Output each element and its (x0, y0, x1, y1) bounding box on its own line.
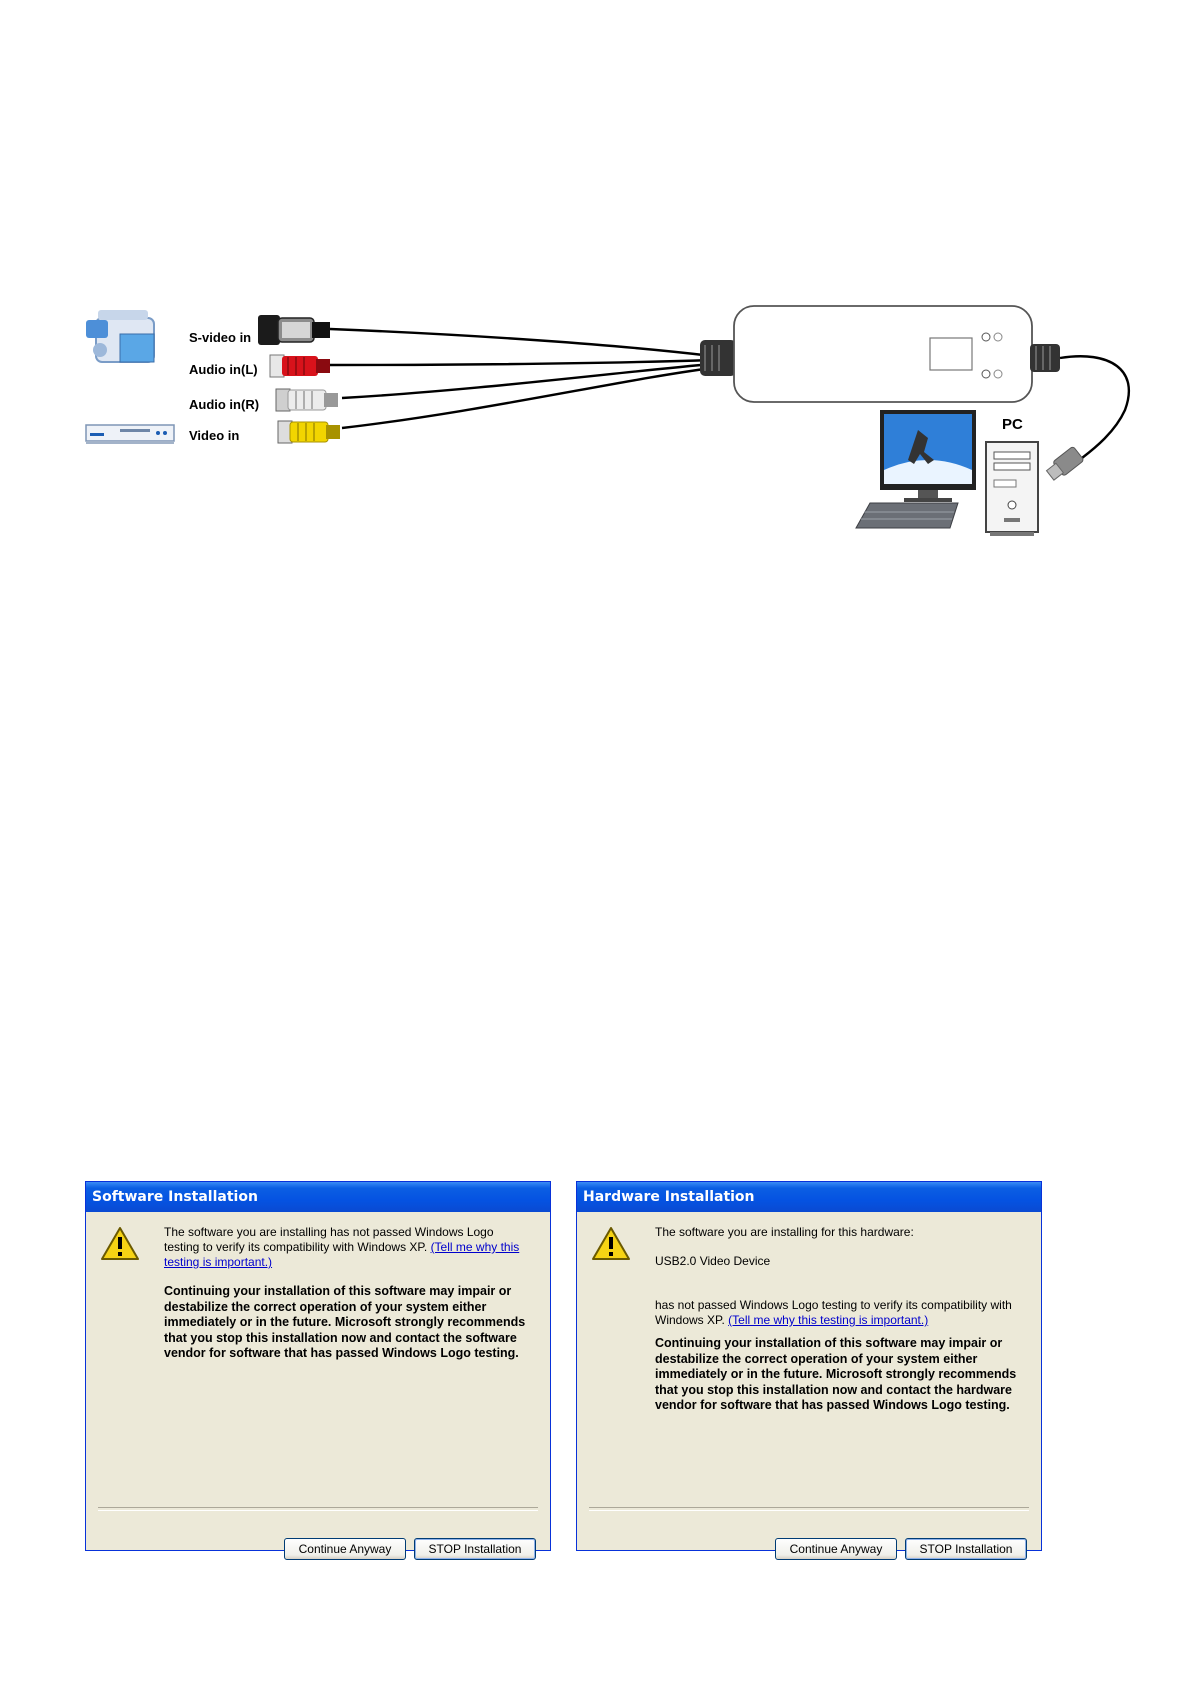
dialog-warning-text: Continuing your installation of this sof… (164, 1284, 526, 1360)
continue-anyway-button[interactable]: Continue Anyway (284, 1538, 406, 1560)
dialog-intro: The software you are installing has not … (164, 1225, 494, 1254)
dialog-title: Software Installation (86, 1182, 550, 1212)
svideo-connector (258, 315, 330, 345)
audio-left-label: Audio in(L) (189, 362, 258, 377)
video-connector (277, 420, 340, 444)
audio-left-connector (269, 354, 330, 378)
stop-installation-button[interactable]: STOP Installation (414, 1538, 536, 1560)
monitor-icon (880, 410, 976, 502)
pc-tower-icon (985, 441, 1039, 536)
dialog-warning-text: Continuing your installation of this sof… (655, 1336, 1017, 1412)
audio-right-connector (275, 388, 338, 412)
tell-me-why-link[interactable]: (Tell me why this testing is important.) (728, 1313, 929, 1327)
dialog-separator (589, 1507, 1029, 1511)
pc-label: PC (1002, 416, 1023, 433)
keyboard-icon (855, 502, 959, 529)
warning-icon (101, 1227, 139, 1260)
tell-me-why-link[interactable]: (Tell me why this testing is important.) (164, 1240, 520, 1269)
dvd-player-icon (85, 424, 175, 444)
software-installation-dialog: Software Installation The software you a… (85, 1181, 551, 1560)
continue-anyway-button[interactable]: Continue Anyway (775, 1538, 897, 1560)
dialog-intro-2: has not passed Windows Logo testing to v… (655, 1298, 1012, 1327)
dialog-intro-block: The software you are installing has not … (164, 1225, 532, 1270)
dialog-title: Hardware Installation (577, 1182, 1041, 1212)
dialog-intro-block: has not passed Windows Logo testing to v… (655, 1298, 1023, 1328)
capture-device-icon (700, 305, 1131, 459)
svideo-label: S-video in (189, 330, 252, 345)
dialog-separator (98, 1507, 538, 1511)
video-label: Video in (189, 428, 240, 443)
connection-diagram (85, 305, 1131, 536)
audio-right-label: Audio in(R) (189, 397, 260, 412)
device-name: USB2.0 Video Device (655, 1254, 771, 1268)
warning-icon (592, 1227, 630, 1260)
camcorder-icon (86, 310, 155, 363)
stop-installation-button[interactable]: STOP Installation (905, 1538, 1027, 1560)
dialog-intro: The software you are installing for this… (655, 1225, 914, 1239)
hardware-installation-dialog: Hardware Installation The software you a… (576, 1181, 1042, 1560)
usb-plug-icon (1045, 446, 1084, 481)
